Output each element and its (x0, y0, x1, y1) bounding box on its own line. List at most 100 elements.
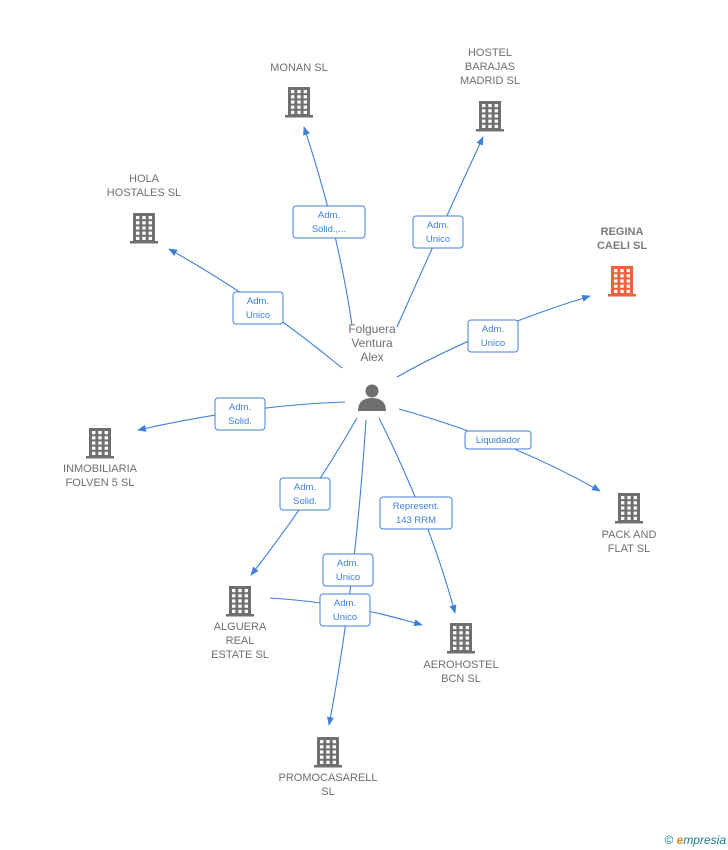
edge-person-to-pack-and-flat (398, 408, 601, 492)
building-window (488, 109, 492, 113)
relation-label-pack-and-flat[interactable]: Liquidador (464, 430, 532, 450)
relation-label-text: Adm. (482, 324, 504, 335)
building-window (326, 750, 330, 754)
building-window (98, 451, 102, 455)
building-window (297, 90, 301, 94)
building-window (488, 104, 492, 108)
building-window (92, 436, 96, 440)
building-window (465, 631, 469, 635)
empresia-brand[interactable]: © empresia (664, 833, 726, 847)
building-window (620, 269, 624, 273)
brand-name: mpresia (683, 833, 726, 847)
relation-label-box (319, 593, 371, 627)
building-base (130, 241, 158, 244)
building-window (453, 631, 457, 635)
building-window (633, 511, 637, 515)
building-window (621, 516, 625, 520)
relation-label-text: Liquidador (476, 435, 520, 446)
building-window (626, 279, 630, 283)
building-window (332, 755, 336, 759)
building-window (148, 236, 152, 240)
building-window (142, 231, 146, 235)
building-window (332, 740, 336, 744)
building-window (482, 119, 486, 123)
relation-label-box (279, 477, 331, 511)
relation-label-text: Adm. (229, 402, 251, 413)
building-window (459, 636, 463, 640)
building-window (297, 95, 301, 99)
building-window (453, 636, 457, 640)
building-window (614, 289, 618, 293)
building-window (326, 740, 330, 744)
company-name-alguera-line: ALGUERA (214, 621, 267, 633)
company-name-alguera-line: REAL (226, 635, 255, 647)
building-window (303, 105, 307, 109)
relation-label-aerohostel[interactable]: Adm.Unico (319, 593, 371, 627)
company-name-aerohostel-line: AEROHOSTEL (423, 659, 498, 671)
building-window (148, 216, 152, 220)
company-node-monan[interactable]: MONAN SL (270, 62, 328, 118)
relation-label-hostel-barajas[interactable]: Adm.Unico (412, 215, 464, 249)
company-name-hostel-barajas-line: BARAJAS (465, 61, 515, 73)
building-window (244, 609, 248, 613)
company-name-hola-hostales-line: HOSTALES SL (107, 187, 181, 199)
building-window (297, 110, 301, 114)
company-node-aerohostel[interactable]: AEROHOSTEL BCN SL (423, 623, 499, 685)
relation-label-monan[interactable]: Adm.Solid.,... (292, 205, 366, 239)
building-window (482, 124, 486, 128)
relation-label-inmobiliaria-folven[interactable]: Adm.Solid. (214, 397, 266, 431)
building-base (285, 115, 313, 118)
relation-label-regina-caeli[interactable]: Adm.Unico (467, 319, 519, 353)
building-window (291, 100, 295, 104)
building-window (633, 496, 637, 500)
relation-label-hola-hostales[interactable]: Adm.Unico (232, 291, 284, 325)
person-head (365, 384, 379, 398)
company-name-pack-and-flat-line: FLAT SL (608, 543, 650, 555)
building-window (633, 501, 637, 505)
relation-label-box (464, 430, 532, 450)
building-window (303, 95, 307, 99)
building-window (104, 441, 108, 445)
company-name-regina-caeli-line: REGINA (601, 226, 644, 238)
building-window (148, 221, 152, 225)
building-window (627, 496, 631, 500)
building-window (320, 755, 324, 759)
relation-label-alguera[interactable]: Adm.Solid. (279, 477, 331, 511)
person-body (358, 398, 386, 411)
building-window (148, 226, 152, 230)
building-icon (476, 101, 504, 132)
building-window (320, 745, 324, 749)
relation-label-box (412, 215, 464, 249)
building-window (104, 446, 108, 450)
building-window (494, 104, 498, 108)
building-window (465, 646, 469, 650)
building-window (238, 604, 242, 608)
building-window (459, 631, 463, 635)
building-window (326, 745, 330, 749)
relation-label-aerohostel[interactable]: Represent.143 RRM (379, 496, 453, 530)
relation-label-promocasarell[interactable]: Adm.Unico (322, 553, 374, 587)
edge-labels-layer: Adm.Solid.,...Adm.UnicoAdm.UnicoAdm.Unic… (214, 205, 532, 627)
building-window (142, 236, 146, 240)
company-name-aerohostel-line: BCN SL (441, 673, 481, 685)
building-window (291, 95, 295, 99)
company-name-promocasarell-line: SL (321, 786, 334, 798)
building-base (447, 651, 475, 654)
building-window (494, 109, 498, 113)
building-window (494, 124, 498, 128)
building-window (232, 609, 236, 613)
